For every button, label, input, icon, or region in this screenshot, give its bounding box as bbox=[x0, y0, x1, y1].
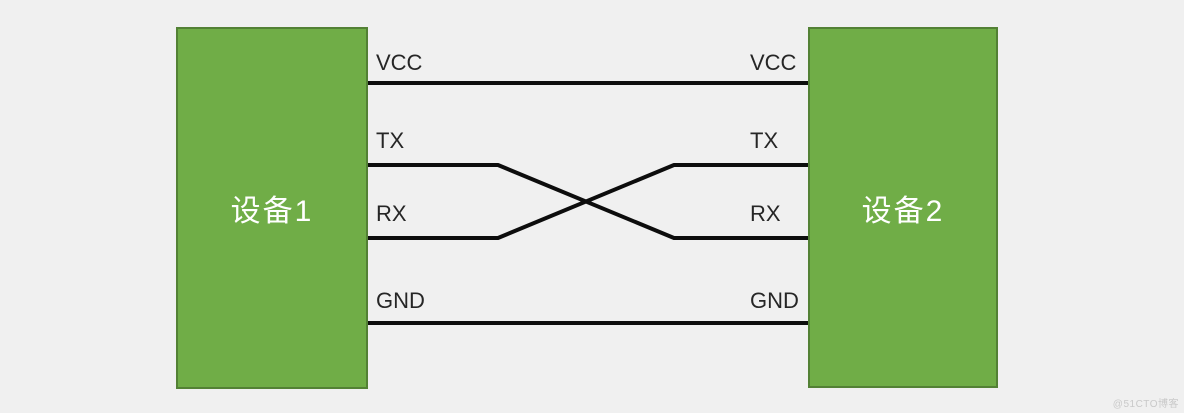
device2-label: 设备2 bbox=[861, 194, 945, 228]
device1-label: 设备1 bbox=[230, 195, 314, 228]
pin-label-right-tx: TX bbox=[750, 128, 779, 153]
pin-label-left-tx: TX bbox=[376, 128, 405, 153]
pin-label-left-rx: RX bbox=[376, 201, 407, 226]
pin-label-left-vcc: VCC bbox=[376, 50, 423, 75]
device2-box: 设备2 bbox=[808, 27, 998, 388]
watermark: @51CTO博客 bbox=[1112, 399, 1179, 410]
device1-box: 设备1 bbox=[176, 27, 368, 389]
wire-rx1-to-tx2 bbox=[368, 163, 808, 240]
pin-label-left-gnd: GND bbox=[376, 288, 425, 313]
pin-label-right-rx: RX bbox=[750, 201, 781, 226]
pin-label-right-vcc: VCC bbox=[750, 50, 797, 75]
pin-label-right-gnd: GND bbox=[750, 288, 799, 313]
